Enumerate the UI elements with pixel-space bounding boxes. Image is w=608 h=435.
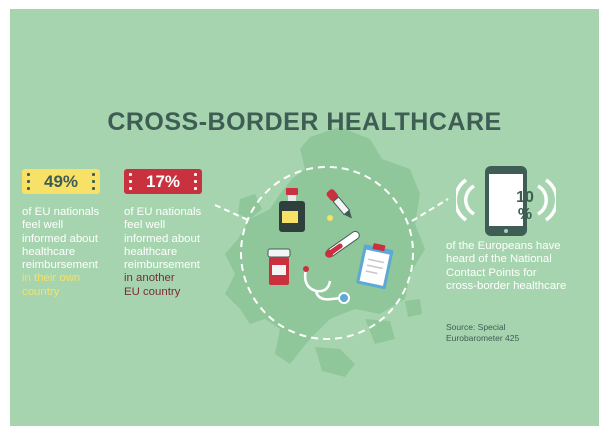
text-line: cross-border healthcare [446,279,567,292]
text-line: feel well [124,219,166,232]
text-line: healthcare [124,245,178,258]
thermometer-icon [325,230,360,258]
highlight-line: country [22,285,60,298]
text-line: reimbursement [124,259,200,272]
highlight-line: EU country [124,285,181,298]
text-line: heard of the National [446,253,552,266]
badge-dots-right [194,173,197,190]
stat-value: 49% [43,172,79,191]
text-line: informed about [22,232,98,245]
stat-badge-17: 17% [124,169,202,194]
text-line: Source: Special [446,322,506,332]
source-note: Source: Special Eurobarometer 425 [446,322,586,344]
percentage-number: 10 [516,189,534,206]
text-line: reimbursement [22,259,98,272]
text-line: Eurobarometer 425 [446,333,520,343]
text-line: of the Europeans have [446,240,561,252]
badge-dots-left [129,173,132,190]
highlight-line: in another [124,272,175,285]
dashed-circle [214,166,449,340]
clipboard-icon [356,243,394,290]
phone-percentage: 10 % [504,189,546,223]
medicine-bottle-icon [279,188,305,232]
stat-value: 17% [145,172,181,191]
stethoscope-icon [303,266,350,304]
text-line: feel well [22,219,64,232]
stat-description-own-country: of EU nationals feel well informed about… [22,206,126,299]
percentage-sign: % [517,206,533,223]
smartphone-icon [456,166,556,236]
text-line: of EU nationals [22,206,100,218]
badge-dots-left [27,173,30,190]
highlight-line: in their own [22,272,81,285]
page-title: CROSS-BORDER HEALTHCARE [107,108,502,136]
infographic: CROSS-BORDER HEALTHCARE 49% 17% of EU na… [10,9,599,426]
stat-description-another-country: of EU nationals feel well informed about… [124,206,232,299]
text-line: Contact Points for [446,266,537,279]
stat-badge-49: 49% [22,169,100,194]
national-contact-description: of the Europeans have heard of the Natio… [446,240,596,293]
pill-bottle-icon [267,248,291,285]
text-line: informed about [124,232,200,245]
text-line: of EU nationals [124,206,202,218]
badge-dots-right [92,173,95,190]
eye-dropper-icon [326,189,352,221]
text-line: healthcare [22,245,76,258]
